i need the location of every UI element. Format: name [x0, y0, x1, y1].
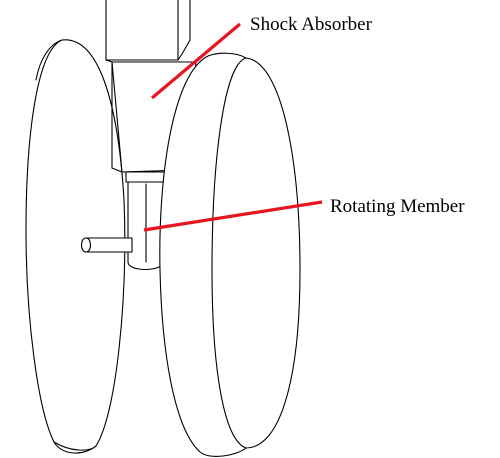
shock-absorber-label: Shock Absorber [250, 14, 373, 35]
left-wheel [25, 39, 126, 454]
shock-absorber-leader-line [150, 22, 242, 100]
strut-upper-tube [105, 0, 191, 61]
right-wheel [159, 52, 301, 457]
rotating-member-leader-line [143, 200, 323, 232]
rotating-member-label: Rotating Member [330, 196, 465, 217]
